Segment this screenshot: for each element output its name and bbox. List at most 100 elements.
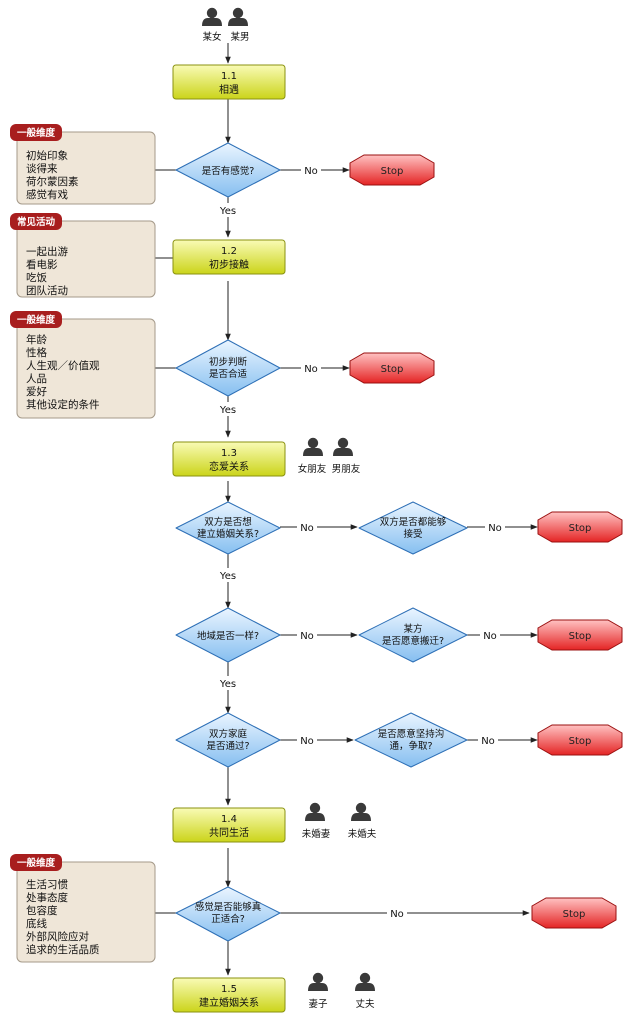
stop-3: Stop — [537, 511, 623, 543]
svg-text:Stop: Stop — [569, 631, 592, 642]
edge-no-4: No — [488, 523, 502, 534]
edge-labels: Yes Yes Yes Yes No No No No No No No No … — [216, 163, 505, 920]
decision-has-feeling: 是否有感觉? — [175, 142, 281, 198]
svg-text:Stop: Stop — [563, 909, 586, 920]
svg-text:通，争取?: 通，争取? — [389, 740, 432, 752]
svg-text:正适合?: 正适合? — [211, 913, 245, 925]
decision-family-approval: 双方家庭 是否通过? — [175, 712, 281, 768]
step-number: 1.2 — [221, 246, 237, 257]
note-common-activities: 常见活动 一起出游 看电影 吃饭 团队活动 — [10, 213, 156, 298]
step-title: 建立婚姻关系 — [199, 996, 259, 1009]
person-icon-husband — [355, 972, 375, 991]
svg-text:年龄: 年龄 — [26, 333, 47, 346]
step-1-4: 1.4 共同生活 — [172, 807, 286, 843]
svg-text:人生观／价值观: 人生观／价值观 — [26, 359, 100, 372]
svg-text:Stop: Stop — [569, 523, 592, 534]
step-title: 相遇 — [219, 83, 239, 96]
svg-text:男朋友: 男朋友 — [332, 463, 361, 475]
note-general-dimensions-3: 一般维度 生活习惯 处事态度 包容度 底线 外部风险应对 追求的生活品质 — [10, 854, 156, 963]
edge-yes-1: Yes — [219, 206, 236, 217]
note-tag — [10, 854, 62, 871]
svg-text:初步判断: 初步判断 — [209, 356, 248, 368]
person-icon-fiancee — [305, 802, 325, 821]
svg-text:初始印象: 初始印象 — [26, 149, 68, 162]
person-icon-boyfriend — [333, 437, 353, 456]
svg-text:是否有感觉?: 是否有感觉? — [202, 165, 255, 177]
svg-text:丈夫: 丈夫 — [355, 998, 375, 1010]
svg-text:是否愿意搬迁?: 是否愿意搬迁? — [382, 635, 444, 647]
svg-text:外部风险应对: 外部风险应对 — [26, 930, 89, 943]
svg-text:一起出游: 一起出游 — [26, 245, 68, 258]
step-1-3: 1.3 恋爱关系 — [172, 441, 286, 477]
svg-text:妻子: 妻子 — [308, 998, 328, 1010]
svg-text:是否通过?: 是否通过? — [206, 740, 249, 752]
svg-text:爱好: 爱好 — [26, 385, 47, 398]
people-engaged: 未婚妻 未婚夫 — [302, 802, 377, 840]
edge-no-9: No — [390, 909, 404, 920]
edge-yes-2: Yes — [219, 405, 236, 416]
step-number: 1.4 — [221, 814, 237, 825]
decision-same-region: 地域是否一样? — [175, 607, 281, 663]
person-icon-woman — [202, 7, 222, 27]
svg-text:某方: 某方 — [403, 623, 422, 635]
start-person-label-2: 某男 — [230, 32, 249, 43]
svg-text:双方是否想: 双方是否想 — [204, 516, 252, 528]
svg-text:追求的生活品质: 追求的生活品质 — [26, 943, 100, 956]
note-general-dimensions-2: 一般维度 年龄 性格 人生观／价值观 人品 爱好 其他设定的条件 — [10, 311, 156, 419]
svg-text:性格: 性格 — [26, 346, 47, 359]
edge-no-6: No — [483, 631, 497, 642]
people-dating: 女朋友 男朋友 — [298, 437, 361, 475]
person-icon-wife — [308, 972, 328, 991]
svg-text:地域是否一样?: 地域是否一样? — [197, 630, 259, 642]
edge-no-1: No — [304, 166, 318, 177]
person-icon-man — [228, 7, 248, 27]
decision-willing-relocate: 某方 是否愿意搬迁? — [358, 607, 468, 663]
svg-text:包容度: 包容度 — [26, 904, 58, 917]
stop-6: Stop — [531, 897, 617, 929]
svg-text:接受: 接受 — [403, 528, 422, 540]
svg-text:生活习惯: 生活习惯 — [26, 878, 68, 891]
step-1-1: 1.1 相遇 — [172, 64, 286, 100]
svg-text:人品: 人品 — [26, 373, 47, 385]
edge-no-3: No — [300, 523, 314, 534]
svg-text:其他设定的条件: 其他设定的条件 — [26, 398, 100, 411]
note-tag — [10, 213, 62, 230]
svg-text:感觉有戏: 感觉有戏 — [26, 188, 68, 201]
step-1-2: 1.2 初步接触 — [172, 239, 286, 275]
svg-text:一般维度: 一般维度 — [17, 857, 56, 869]
decision-want-marriage: 双方是否想 建立婚姻关系? — [175, 501, 281, 555]
edge-yes-4: Yes — [219, 679, 236, 690]
svg-text:是否愿意坚持沟: 是否愿意坚持沟 — [378, 728, 445, 740]
decision-truly-suitable: 感觉是否能够真 正适合? — [175, 886, 281, 942]
svg-text:建立婚姻关系?: 建立婚姻关系? — [197, 528, 259, 540]
people-married: 妻子 丈夫 — [308, 972, 375, 1010]
svg-text:是否合适: 是否合适 — [209, 368, 248, 380]
decision-both-accept: 双方是否都能够 接受 — [358, 501, 468, 555]
decision-initial-judgement: 初步判断 是否合适 — [175, 339, 281, 397]
svg-text:一般维度: 一般维度 — [17, 314, 56, 326]
step-number: 1.1 — [221, 71, 237, 82]
step-number: 1.5 — [221, 984, 237, 995]
person-icon-fiance — [351, 802, 371, 821]
step-title: 初步接触 — [209, 258, 249, 271]
edge-yes-3: Yes — [219, 571, 236, 582]
step-1-5: 1.5 建立婚姻关系 — [172, 977, 286, 1013]
svg-text:处事态度: 处事态度 — [26, 891, 68, 904]
decision-keep-communicating: 是否愿意坚持沟 通，争取? — [354, 712, 468, 768]
edge-no-2: No — [304, 364, 318, 375]
person-icon-girlfriend — [303, 437, 323, 456]
svg-text:谈得来: 谈得来 — [26, 162, 58, 175]
stop-5: Stop — [537, 724, 623, 756]
svg-text:吃饭: 吃饭 — [26, 271, 47, 284]
svg-text:未婚妻: 未婚妻 — [302, 828, 331, 840]
stop-1: Stop — [349, 154, 435, 186]
svg-text:双方家庭: 双方家庭 — [209, 728, 248, 740]
edge-no-8: No — [481, 736, 495, 747]
stop-2: Stop — [349, 352, 435, 384]
note-tag — [10, 124, 62, 141]
svg-text:底线: 底线 — [26, 917, 47, 930]
svg-text:Stop: Stop — [569, 736, 592, 747]
edge-no-7: No — [300, 736, 314, 747]
svg-text:团队活动: 团队活动 — [26, 284, 68, 297]
